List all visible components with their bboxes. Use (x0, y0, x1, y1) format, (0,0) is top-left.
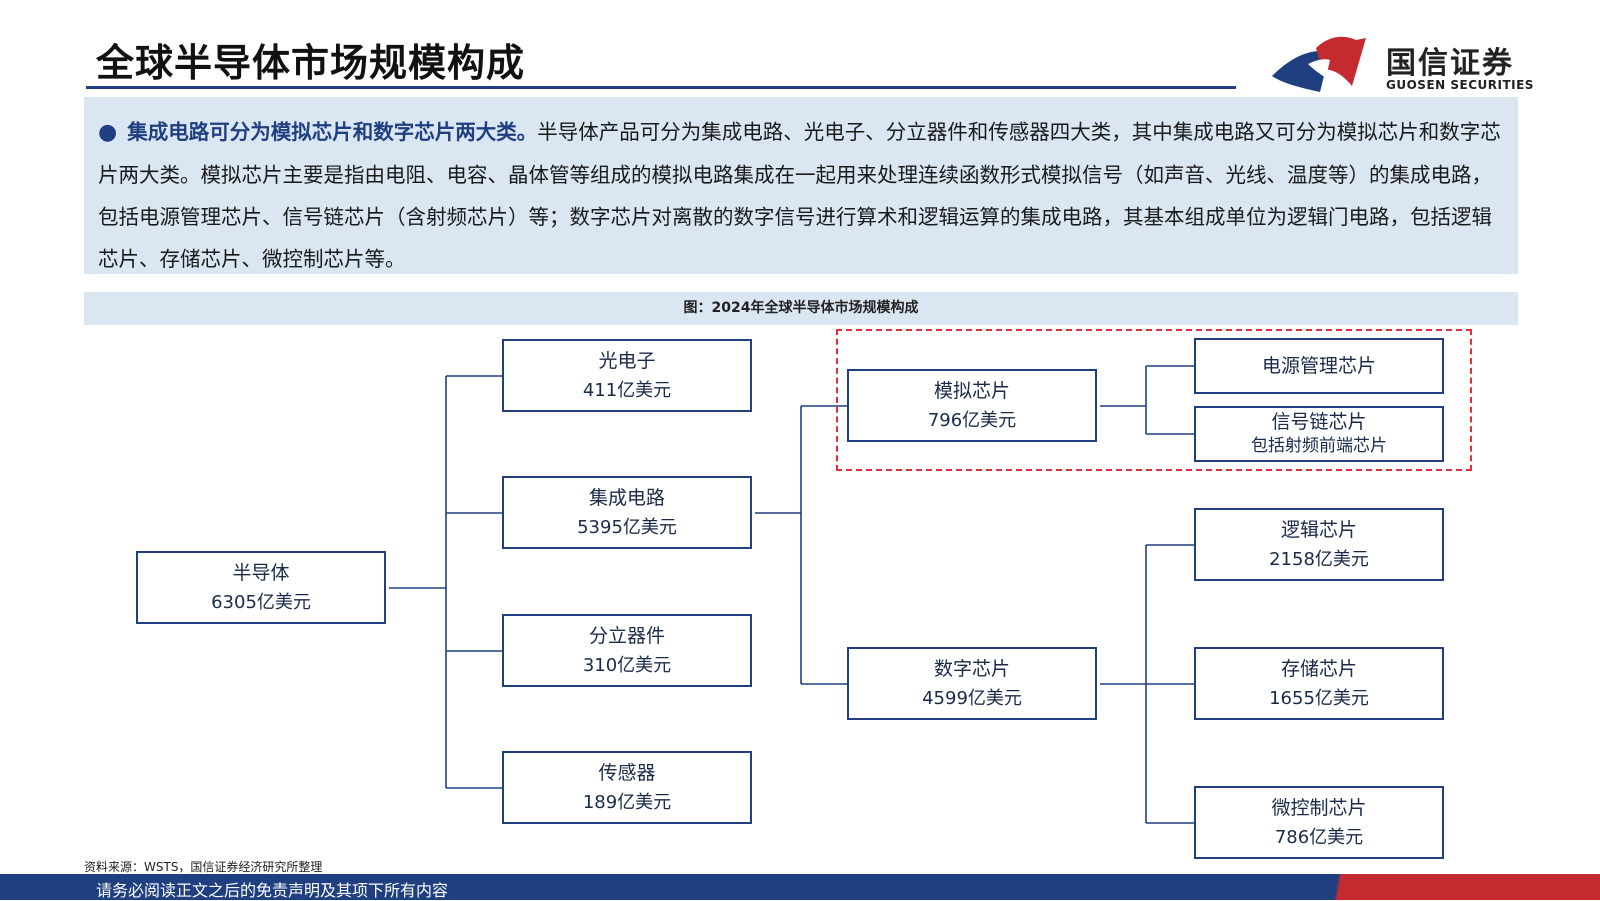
node-sensors: 传感器 189亿美元 (502, 751, 752, 824)
node-value: 6305亿美元 (211, 591, 311, 613)
disclaimer: 请务必阅读正文之后的免责声明及其项下所有内容 (96, 881, 449, 900)
bullet-icon: ● (98, 120, 118, 145)
node-label: 传感器 (598, 761, 656, 784)
node-logic-chip: 逻辑芯片 2158亿美元 (1194, 508, 1444, 581)
node-value: 5395亿美元 (577, 516, 677, 538)
node-value: 2158亿美元 (1269, 548, 1369, 570)
node-value: 796亿美元 (927, 409, 1017, 431)
analog-highlight-box (836, 329, 1472, 471)
summary-panel: ● 集成电路可分为模拟芯片和数字芯片两大类。半导体产品可分为集成电路、光电子、分立… (84, 97, 1518, 274)
node-label: 存储芯片 (1280, 657, 1357, 680)
node-memory-chip: 存储芯片 1655亿美元 (1194, 647, 1444, 720)
node-optoelectronics: 光电子 411亿美元 (502, 339, 752, 412)
footer-accent (1280, 874, 1600, 900)
node-microcontroller-chip: 微控制芯片 786亿美元 (1194, 786, 1444, 859)
node-label: 半导体 (232, 561, 290, 584)
node-power-management-chip: 电源管理芯片 (1194, 338, 1444, 394)
logo-english-name: GUOSEN SECURITIES (1386, 78, 1534, 92)
node-label: 集成电路 (588, 486, 665, 509)
figure-caption: 图：2024年全球半导体市场规模构成 (84, 292, 1518, 325)
node-label: 电源管理芯片 (1261, 355, 1376, 377)
page-title: 全球半导体市场规模构成 (96, 41, 526, 85)
summary-lead: 集成电路可分为模拟芯片和数字芯片两大类。 (127, 120, 538, 144)
node-value: 189亿美元 (582, 791, 672, 813)
node-integrated-circuit: 集成电路 5395亿美元 (502, 476, 752, 549)
node-label: 逻辑芯片 (1280, 518, 1357, 541)
node-value: 310亿美元 (582, 654, 672, 676)
summary-body: 半导体产品可分为集成电路、光电子、分立器件和传感器四大类，其中集成电路又可分为模… (98, 120, 1501, 271)
node-label: 模拟芯片 (933, 379, 1010, 402)
node-signal-chain-chip: 信号链芯片 包括射频前端芯片 (1194, 406, 1444, 462)
summary-text: ● 集成电路可分为模拟芯片和数字芯片两大类。半导体产品可分为集成电路、光电子、分立… (98, 111, 1508, 280)
node-value: 4599亿美元 (922, 687, 1022, 709)
node-digital-chip: 数字芯片 4599亿美元 (847, 647, 1097, 720)
node-label: 分立器件 (588, 624, 665, 647)
node-value: 1655亿美元 (1269, 687, 1369, 709)
footer-bar: 请务必阅读正文之后的免责声明及其项下所有内容 (0, 874, 1600, 900)
node-label: 光电子 (598, 349, 656, 372)
data-source: 资料来源：WSTS，国信证券经济研究所整理 (84, 860, 323, 874)
title-underline (86, 86, 1236, 89)
node-label: 数字芯片 (933, 657, 1010, 680)
node-label: 信号链芯片 (1271, 411, 1367, 433)
node-value: 786亿美元 (1274, 826, 1364, 848)
guosen-logo-icon (1272, 36, 1366, 92)
node-value: 411亿美元 (582, 379, 672, 401)
node-analog-chip: 模拟芯片 796亿美元 (847, 369, 1097, 442)
node-label: 微控制芯片 (1271, 796, 1367, 819)
node-semiconductor: 半导体 6305亿美元 (136, 551, 386, 624)
logo-name: 国信证券 (1386, 46, 1514, 81)
node-note: 包括射频前端芯片 (1251, 436, 1387, 456)
node-discrete-devices: 分立器件 310亿美元 (502, 614, 752, 687)
